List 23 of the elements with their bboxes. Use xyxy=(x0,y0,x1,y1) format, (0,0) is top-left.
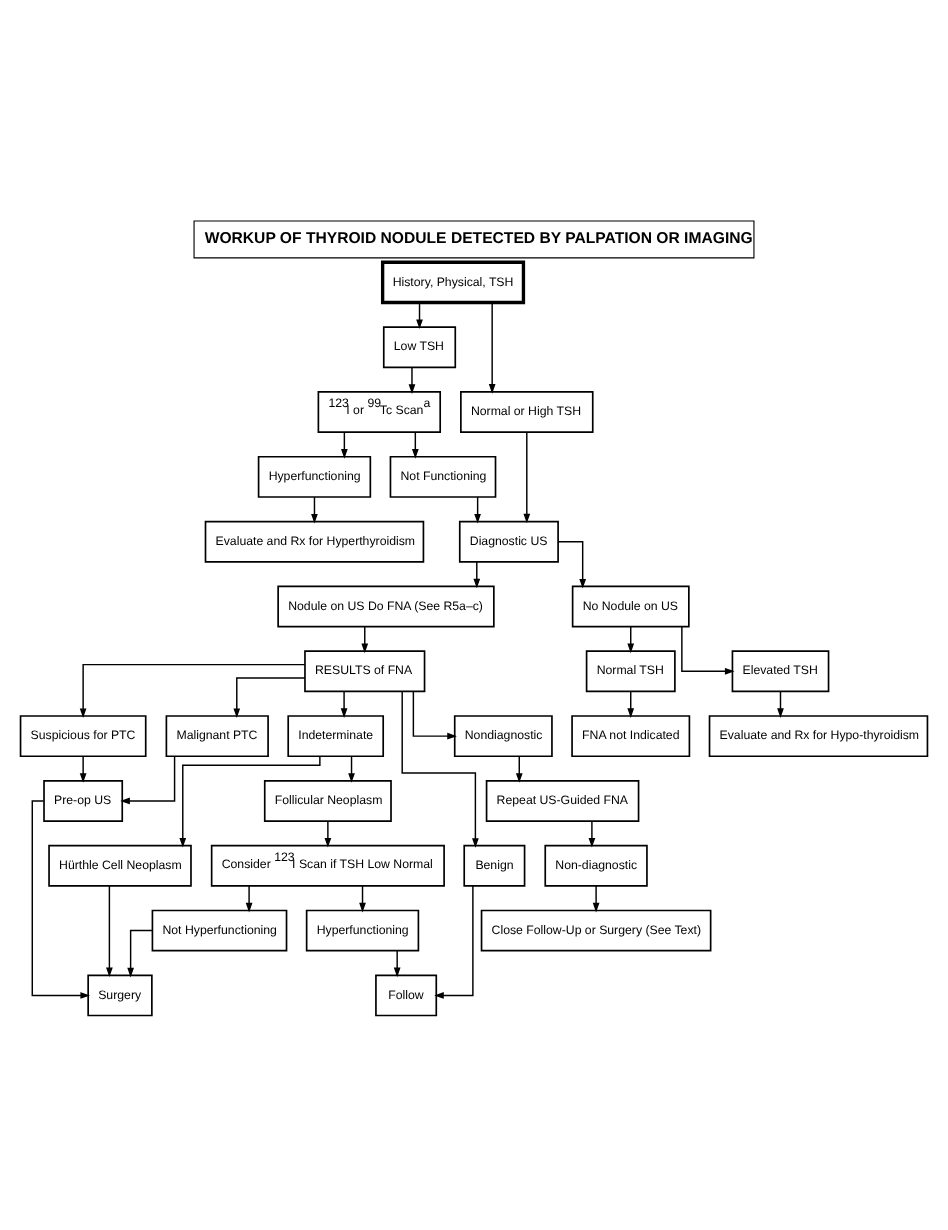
arrow xyxy=(434,884,474,998)
arrow xyxy=(340,689,348,717)
arrow xyxy=(127,928,153,977)
arrow xyxy=(592,884,600,912)
arrow xyxy=(488,300,496,393)
arrow xyxy=(233,676,306,717)
arrow xyxy=(588,819,596,847)
arrow xyxy=(393,949,401,977)
arrow xyxy=(557,539,587,588)
arrow xyxy=(412,689,457,739)
arrow xyxy=(31,799,91,998)
arrow xyxy=(79,754,87,782)
arrow xyxy=(473,560,481,588)
arrow xyxy=(324,819,332,847)
arrow xyxy=(79,662,306,718)
arrow xyxy=(120,754,176,804)
arrow xyxy=(523,430,531,523)
arrow xyxy=(179,754,321,847)
arrow xyxy=(408,365,416,393)
arrow xyxy=(245,884,253,912)
arrow xyxy=(401,690,479,847)
arrow xyxy=(106,884,113,977)
arrow xyxy=(681,624,735,674)
